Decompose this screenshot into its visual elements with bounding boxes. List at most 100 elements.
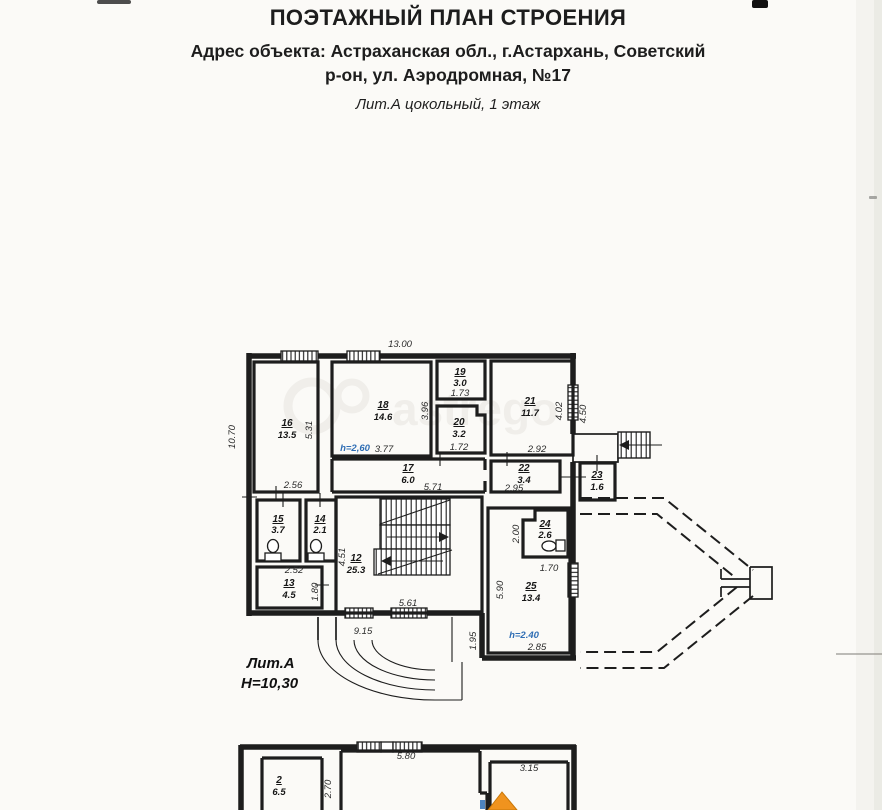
- floor-subtitle: Лит.А цокольный, 1 этаж: [355, 96, 541, 113]
- room-18-outline: [330, 360, 433, 458]
- room-25-number: 25: [524, 581, 537, 592]
- blue-mark: [480, 800, 485, 809]
- dim-r20-w: 1.72: [450, 442, 469, 453]
- dim-hall-h: 4.51: [337, 548, 348, 567]
- dim-r24-w: 1.70: [540, 563, 559, 574]
- toilet-icon-room15: [264, 538, 282, 562]
- document-header: ПОЭТАЖНЫЙ ПЛАН СТРОЕНИЯ Адрес объекта: А…: [14, 5, 882, 113]
- dim-ledge-h: 1.95: [468, 631, 479, 650]
- dim-hall-w: 5.61: [399, 598, 418, 609]
- room-24-outline: [521, 508, 570, 559]
- dim-r25-h: 5.90: [495, 580, 506, 599]
- room-19-outline: [435, 359, 487, 401]
- building-height-label: Н=10,30: [241, 675, 299, 692]
- lower-floor-plan: 2 6.5 5.80 3.15 2.70: [238, 741, 577, 810]
- door-opening-ticks: [242, 452, 598, 586]
- dim-corr-w: 5.71: [424, 482, 443, 493]
- dim-r21-h: 4.02: [554, 401, 565, 420]
- room-21-outline: [489, 359, 575, 457]
- room-17-number: 17: [402, 463, 414, 474]
- room-20-area: 3.2: [452, 429, 466, 440]
- room-15-area: 3.7: [271, 525, 285, 536]
- watermark-gear-icon: [283, 377, 341, 435]
- room-21-area: 11.7: [521, 408, 540, 419]
- address-line-1: Адрес объекта: Астраханская обл., г.Аста…: [190, 41, 706, 61]
- room-18-area: 14.6: [374, 412, 393, 423]
- main-floor-plan: 16 13.5 18 14.6 19 3.0 20 3.2 21 11.7 17…: [227, 339, 773, 701]
- entry-landing: [572, 433, 619, 463]
- stair-arrow-up-head-icon: [439, 532, 449, 542]
- liter-label: Лит.А: [246, 655, 295, 672]
- dim-porch-w: 9.15: [354, 626, 373, 637]
- staircase: [373, 498, 453, 576]
- dim-r18-w: 3.77: [375, 444, 394, 455]
- stair-hall-12-outline: [334, 495, 484, 615]
- room-23-area: 1.6: [590, 482, 604, 493]
- room-24-number: 24: [538, 519, 551, 530]
- corridor-17-walls: [330, 457, 487, 494]
- room-21-number: 21: [523, 396, 536, 407]
- dim-total-width: 13.00: [388, 339, 412, 350]
- curved-porch-steps: [317, 617, 463, 701]
- room-25-outline: [486, 506, 572, 655]
- ceiling-height-left: h=2,60: [340, 443, 371, 454]
- room-20-number: 20: [452, 417, 465, 428]
- room-17-area: 6.0: [401, 475, 415, 486]
- window-top-2: [346, 350, 381, 362]
- room-13-number: 13: [283, 578, 295, 589]
- room-23-number: 23: [590, 470, 603, 481]
- toilet-icon-room14: [307, 538, 325, 562]
- room-24-area: 2.6: [537, 530, 552, 541]
- watermark-gear-small-icon: [334, 378, 370, 414]
- orange-marker-icon: [487, 791, 518, 810]
- bay-outline-outer: [580, 497, 754, 669]
- page-title: ПОЭТАЖНЫЙ ПЛАН СТРОЕНИЯ: [269, 5, 627, 30]
- room-22-number: 22: [517, 463, 530, 474]
- lower-dim-left-h: 2.70: [323, 779, 334, 799]
- dim-r22-w: 2.95: [504, 483, 524, 494]
- lower-dim-mid-w: 5.80: [397, 751, 416, 762]
- scan-edge-shadow: [856, 0, 882, 810]
- room-13-outline: [255, 565, 324, 610]
- room-15-number: 15: [272, 514, 284, 525]
- room-14-number: 14: [314, 514, 326, 525]
- stair-break-lines: [377, 499, 453, 575]
- lower-dim-right-w: 3.15: [520, 763, 539, 774]
- dim-r21-w: 2.92: [527, 444, 547, 455]
- room-22-area: 3.4: [517, 475, 531, 486]
- room-19-area: 3.0: [453, 378, 467, 389]
- room-18-number: 18: [377, 400, 389, 411]
- dim-r13-top: 2.52: [284, 565, 304, 576]
- watermark: astrego: [283, 377, 558, 435]
- dim-r18-h: 3.96: [420, 401, 431, 420]
- room-16-area: 13.5: [278, 430, 297, 441]
- entry-stairs-arrowhead-icon: [619, 440, 629, 450]
- lower-partitions: [260, 749, 570, 810]
- window-top-1: [280, 350, 319, 362]
- dim-r19-w: 1.73: [451, 388, 470, 399]
- stair-arrow-down-head-icon: [381, 556, 391, 566]
- bay-tip-notch: [720, 566, 773, 600]
- address-line-2: р-он, ул. Аэродромная, №17: [325, 65, 571, 85]
- scan-speck: [869, 196, 877, 199]
- scan-mark-top-left: [97, 0, 131, 4]
- room-20-outline: [435, 404, 487, 455]
- room-12-number: 12: [350, 553, 362, 564]
- dim-r25-w: 2.85: [527, 642, 547, 653]
- scan-artifacts: [97, 0, 882, 810]
- room-25-area: 13.4: [522, 593, 541, 604]
- room-16-outline: [252, 360, 320, 494]
- lower-room-number: 2: [275, 775, 282, 786]
- dim-r13-h: 1.80: [310, 582, 321, 601]
- dim-total-height: 10.70: [227, 424, 238, 448]
- window-right-lower: [567, 562, 579, 598]
- dim-right-h: 4.50: [578, 404, 589, 423]
- lower-room-area: 6.5: [272, 787, 286, 798]
- room-13-area: 4.5: [281, 590, 296, 601]
- scan-edge-shadow-2: [874, 0, 882, 810]
- scan-mark-top-right: [752, 0, 768, 8]
- dim-r16-h: 5.31: [304, 421, 315, 440]
- toilet-icon-room24: [541, 539, 566, 552]
- ceiling-height-right: h=2.40: [509, 630, 540, 641]
